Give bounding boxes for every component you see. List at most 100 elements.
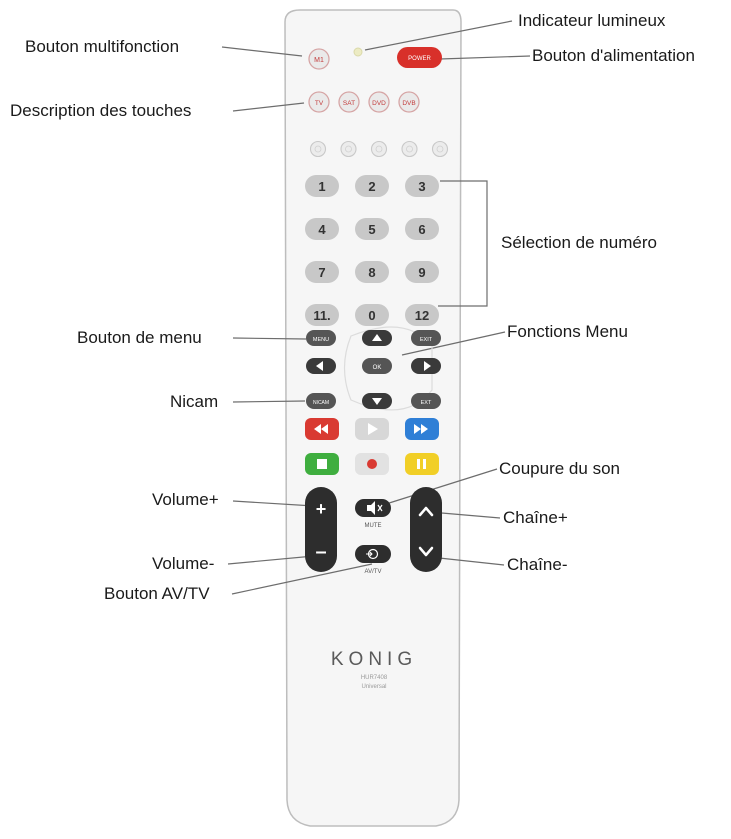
pause-icon [417,459,426,469]
small-round-key[interactable] [401,140,418,158]
play-icon [368,423,378,435]
small-key-icon [345,145,352,153]
label-volume-down: Volume- [152,554,215,573]
navigation-ring [343,326,433,411]
number-key-4[interactable] [305,218,339,240]
multifunction-key-label: M1 [314,57,324,64]
number-key-9[interactable] [405,261,439,283]
exit-button[interactable] [411,330,441,346]
brand-subtitle: Universal [361,684,386,690]
number-key-label: 11. [313,308,330,323]
nicam-key-label: NICAM [313,400,329,406]
down-arrow-icon [372,398,382,405]
source-key-label: TV [315,100,324,107]
number-key-0[interactable] [355,304,389,326]
number-key-label: 4 [318,222,326,237]
multifunction-button[interactable] [308,48,330,70]
volume-rocker [305,487,337,572]
source-key-tv[interactable] [308,91,330,113]
ext-key-label: EXT [421,400,432,406]
small-round-key[interactable] [431,140,449,158]
right-arrow-icon [424,361,431,371]
source-key-label: DVD [372,100,386,107]
brand-model: HUR7408 [361,675,388,681]
number-key-6[interactable] [405,218,439,240]
small-round-key[interactable] [370,140,388,158]
power-key-label: POWER [408,56,431,62]
indicator-light [353,47,363,57]
small-round-key[interactable] [309,140,327,158]
menu-button[interactable] [306,330,336,346]
exit-key-label: EXIT [420,337,433,343]
mute-caption: MUTE [365,523,382,529]
ok-button[interactable] [362,358,392,374]
av-tv-button[interactable] [355,545,391,563]
power-button[interactable] [397,47,442,68]
label-multifunction: Bouton multifonction [25,37,180,56]
label-channel-up: Chaîne+ [503,508,568,527]
label-power: Bouton d'alimentation [532,46,695,65]
number-key-12[interactable] [405,304,439,326]
pause-button[interactable] [405,453,439,475]
number-key-2[interactable] [355,175,389,197]
channel-up-icon[interactable] [418,506,434,517]
label-volume-up: Volume+ [152,490,219,509]
label-nicam: Nicam [170,392,219,411]
small-round-key[interactable] [340,140,357,158]
number-key-label: 9 [418,265,425,280]
small-key-icon [436,145,444,153]
label-key-description: Description des touches [10,101,192,120]
source-key-label: DVB [402,100,415,107]
label-menu-button: Bouton de menu [77,328,202,347]
number-key-label: 6 [418,222,425,237]
number-key-label: 3 [418,179,425,194]
av-tv-caption: AV/TV [365,569,382,575]
channel-down-icon[interactable] [418,546,434,557]
number-key-11[interactable] [305,304,339,326]
small-keys-row [309,140,449,158]
volume-down-button[interactable]: – [315,541,326,563]
nicam-button[interactable] [306,393,336,409]
label-indicator: Indicateur lumineux [518,11,666,30]
fast-forward-icon [414,424,428,434]
source-key-dvd[interactable] [368,91,390,113]
number-key-label: 1 [318,179,325,194]
small-key-icon [314,145,322,153]
label-channel-down: Chaîne- [507,555,568,574]
small-key-icon [406,145,413,153]
number-key-8[interactable] [355,261,389,283]
small-key-icon [375,145,383,153]
source-key-label: SAT [343,100,355,107]
up-arrow-icon [372,334,382,341]
rewind-icon [314,424,328,434]
number-key-label: 0 [368,308,375,323]
stop-icon [317,459,327,469]
number-key-7[interactable] [305,261,339,283]
number-key-3[interactable] [405,175,439,197]
ext-button[interactable] [411,393,441,409]
label-number-selection: Sélection de numéro [501,233,657,252]
number-key-label: 5 [368,222,375,237]
number-key-label: 7 [318,265,325,280]
number-key-5[interactable] [355,218,389,240]
speaker-icon [367,501,375,515]
source-key-dvb[interactable] [398,91,420,113]
source-keys: TV SAT DVD DVB [308,91,420,113]
left-arrow-icon [316,361,323,371]
record-icon [367,459,377,469]
number-key-label: 2 [368,179,375,194]
label-mute: Coupure du son [499,459,620,478]
menu-key-label: MENU [313,337,329,343]
volume-up-button[interactable]: + [316,499,327,519]
number-key-label: 12 [415,308,429,323]
number-key-1[interactable] [305,175,339,197]
channel-rocker [410,487,442,572]
ok-key-label: OK [373,365,382,371]
number-key-label: 8 [368,265,375,280]
source-key-sat[interactable] [338,91,360,113]
brand-logo: KONIG [331,649,417,670]
label-av-tv: Bouton AV/TV [104,584,210,603]
